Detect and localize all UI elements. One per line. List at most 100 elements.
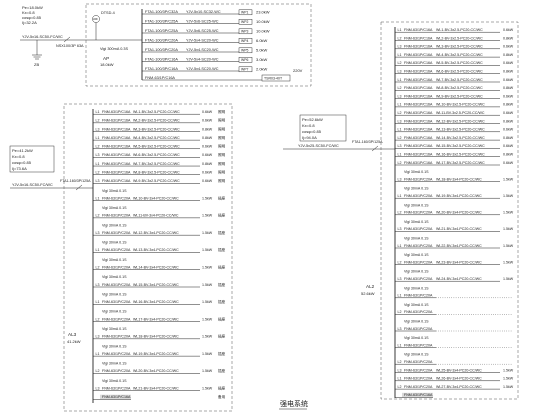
breaker-rating: FNM-63/1P/C20A [404,327,433,331]
load-type: 照明 [218,135,226,140]
load-power: 1.5kW [503,211,514,215]
left-panel-power: 41.2kW [67,339,81,344]
load-power: 23.0kW [256,10,270,15]
cable-spec: WL24-BV-3x4-PC20-CC/WC [436,277,482,281]
circuit-tag-box [238,66,253,73]
cable-spec: WL23-BV-3x4-PC20-CC/WC [436,260,482,264]
phase-label: L1 [398,153,402,157]
load-power: 0.6kW [503,128,514,132]
ground-icon [32,40,42,60]
load-type: 照明 [218,144,226,149]
left-panel: Pe=41.2kW Kx=0.8 cosφ=0.85 Ij=73.6A YJV-… [9,103,233,412]
load-power: 0.8kW [503,53,514,57]
rcd-rating: Vigi 30mA 0.1S [404,286,429,290]
right-main-breaker-symbol [371,145,379,152]
rcd-rating: Vigi 30mA 0.1S [102,327,127,331]
breaker-rating: FNM-63/1P/C20A [404,177,433,181]
left-incoming-cable: YJV-5x16-SC50-FC/WC [12,183,53,187]
rcd-label: Vigi 30mA 0.1S [404,286,429,290]
breaker-rating: FNM-63/1P/C16A [102,136,131,140]
phase-label: L2 [398,310,402,314]
cable-spec: WL2-BV-3x2.5-PC20-CC/WC [133,119,180,123]
load-type: 插座 [218,265,226,270]
load-power: 0.8kW [503,136,514,140]
right-panel-enclosure [380,21,519,400]
breaker-rating: FNM-63/1P/C20A [404,227,433,231]
load-power: 1.5kW [202,248,213,252]
phase-label: L3 [398,144,402,148]
load-power: 0.8kW [503,86,514,90]
breaker-rating: FNM-63/1P/C20A [102,335,131,339]
breaker-rating: FNM-63/1P/C20A [404,277,433,281]
load-power: 1.5kW [202,335,213,339]
cable-spec: YJV-5x6-SC25-WC [186,20,219,24]
circuit-tag: WP5 [241,49,248,53]
cable-spec: WL19-BV-3x4-PC20-CC/WC [436,194,482,198]
right-info-box [299,114,347,142]
rcd-rating: Vigi 30mA 0.1S [404,353,429,357]
load-power: 0.8kW [503,103,514,107]
load-power: 0.8kW [503,70,514,74]
phase-label: L1 [96,352,100,356]
load-type: 插座 [218,230,226,235]
load-power: 0.6kW [202,179,213,183]
phase-label: L2 [96,369,100,373]
breaker-rating: FNM-63/1P/C16A [404,28,433,32]
breaker-rating: FNM-63/1P/C16A [102,395,131,399]
load-power: 1.5kW [202,283,213,287]
load-type: 插座 [218,247,226,252]
load-type: 插座 [218,385,226,390]
breaker-rating: FNM-63/1P/C20A [102,231,131,235]
breaker-rating: FNM-63/1P/C16A [404,94,433,98]
phase-label: L2 [398,385,402,389]
breaker-rating: FTA1-100/3P/C20A [145,39,178,43]
rcd-label: Vigi 30mA 0.1S [102,327,127,331]
rcd-label: Vigi 30mA 0.1S [102,241,127,245]
phase-label: L1 [398,28,402,32]
phase-label: L3 [96,386,100,390]
right-info-line: cosφ=0.85 [302,129,322,134]
phase-label: L2 [398,111,402,115]
load-type: 插座 [218,316,226,321]
left-info-line: Pe=41.2kW [12,148,33,153]
load-power: 0.6kW [503,61,514,65]
phase-label: L1 [96,196,100,200]
rcd-label: Vigi 30mA 0.1S [102,379,127,383]
breaker-rating: FNM-63/1P/C16A [404,45,433,49]
cable-spec: WL15-BV-3x4-PC20-CC/WC [133,283,179,287]
spare-voltage: 220V [293,68,303,73]
breaker-rating: FNM-63/1P/C20A [102,317,131,321]
breaker-rating: FNM-63/1P/C20A [404,310,433,314]
load-type: 插座 [218,299,226,304]
phase-label: L1 [398,53,402,57]
load-type: 插座 [218,282,226,287]
cable-spec: WL14-BV-3x2.5-PC20-CC/WC [436,136,485,140]
ground-label: ZB [34,62,39,67]
cable-spec: WL3-BV-3x2.5-PC20-CC/WC [436,45,483,49]
rcd-label: Vigi 30mA 0.1S [404,203,429,207]
breaker-rating: FNM-63/1P/C16A [404,78,433,82]
top-panel-name: AP [103,56,109,61]
rcd-rating: Vigi 30mA 0.1S [404,237,429,241]
